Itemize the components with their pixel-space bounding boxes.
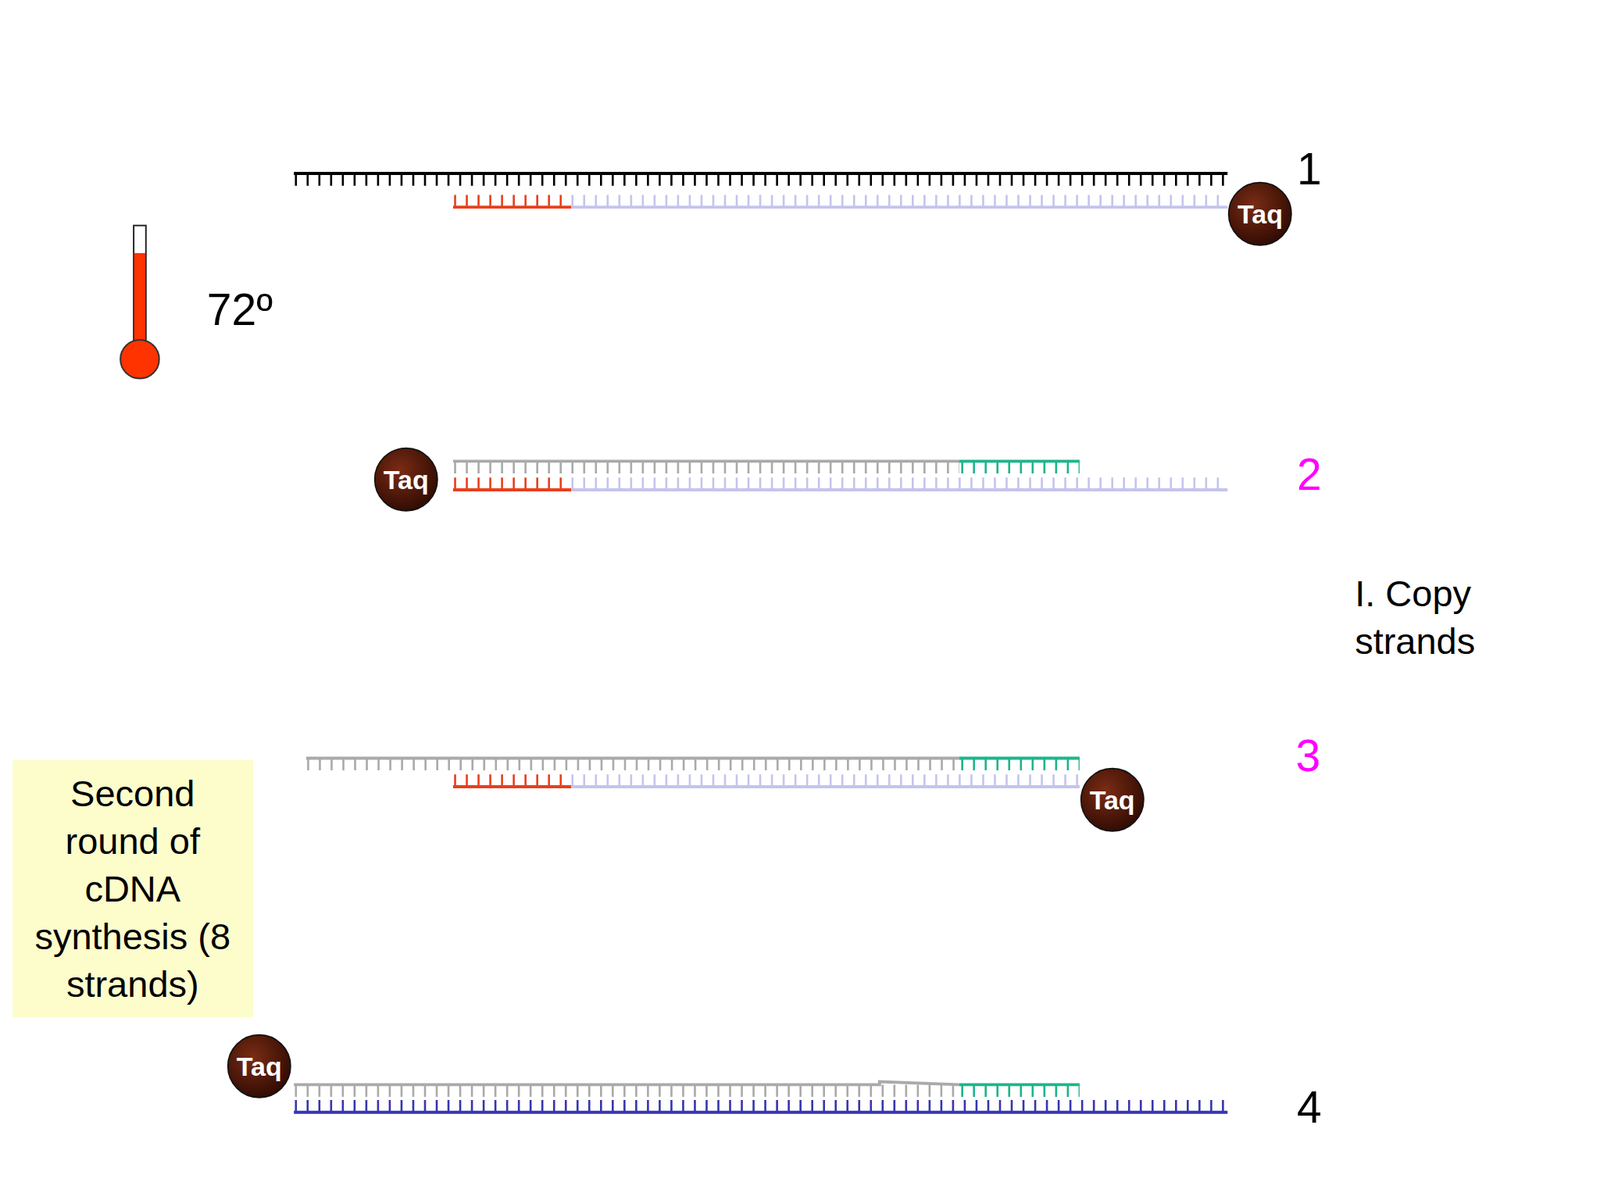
taq-polymerase-circle: Taq [226, 1033, 293, 1100]
taq-polymerase-circle: Taq [1079, 767, 1146, 833]
enzyme-label: Taq [1237, 200, 1283, 228]
enzyme-label: Taq [236, 1053, 283, 1080]
callout-number: 4 [1296, 1081, 1322, 1133]
enzyme-label: Taq [383, 466, 429, 493]
taq-polymerase-circle: Taq [373, 446, 440, 513]
callout-number: 3 [1296, 729, 1322, 782]
dna-pair-4 [293, 1081, 1228, 1112]
enzyme-label: Taq [1089, 786, 1136, 814]
taq-polymerase-circle: Taq [1227, 181, 1293, 247]
thermometer [120, 225, 160, 379]
dna-pair-3 [306, 757, 1080, 787]
callout-number: 2 [1296, 448, 1322, 500]
note-box: Second round of cDNA synthesis (8 strand… [12, 760, 254, 1018]
note-text: Second round of cDNA synthesis (8 strand… [23, 769, 243, 1008]
temperature-label: 72º [207, 283, 273, 336]
callout-number: 1 [1296, 142, 1322, 195]
step-label: I. Copy strands [1354, 569, 1523, 665]
dna-pair-2 [453, 460, 1228, 490]
dna-pair-1 [293, 173, 1228, 208]
